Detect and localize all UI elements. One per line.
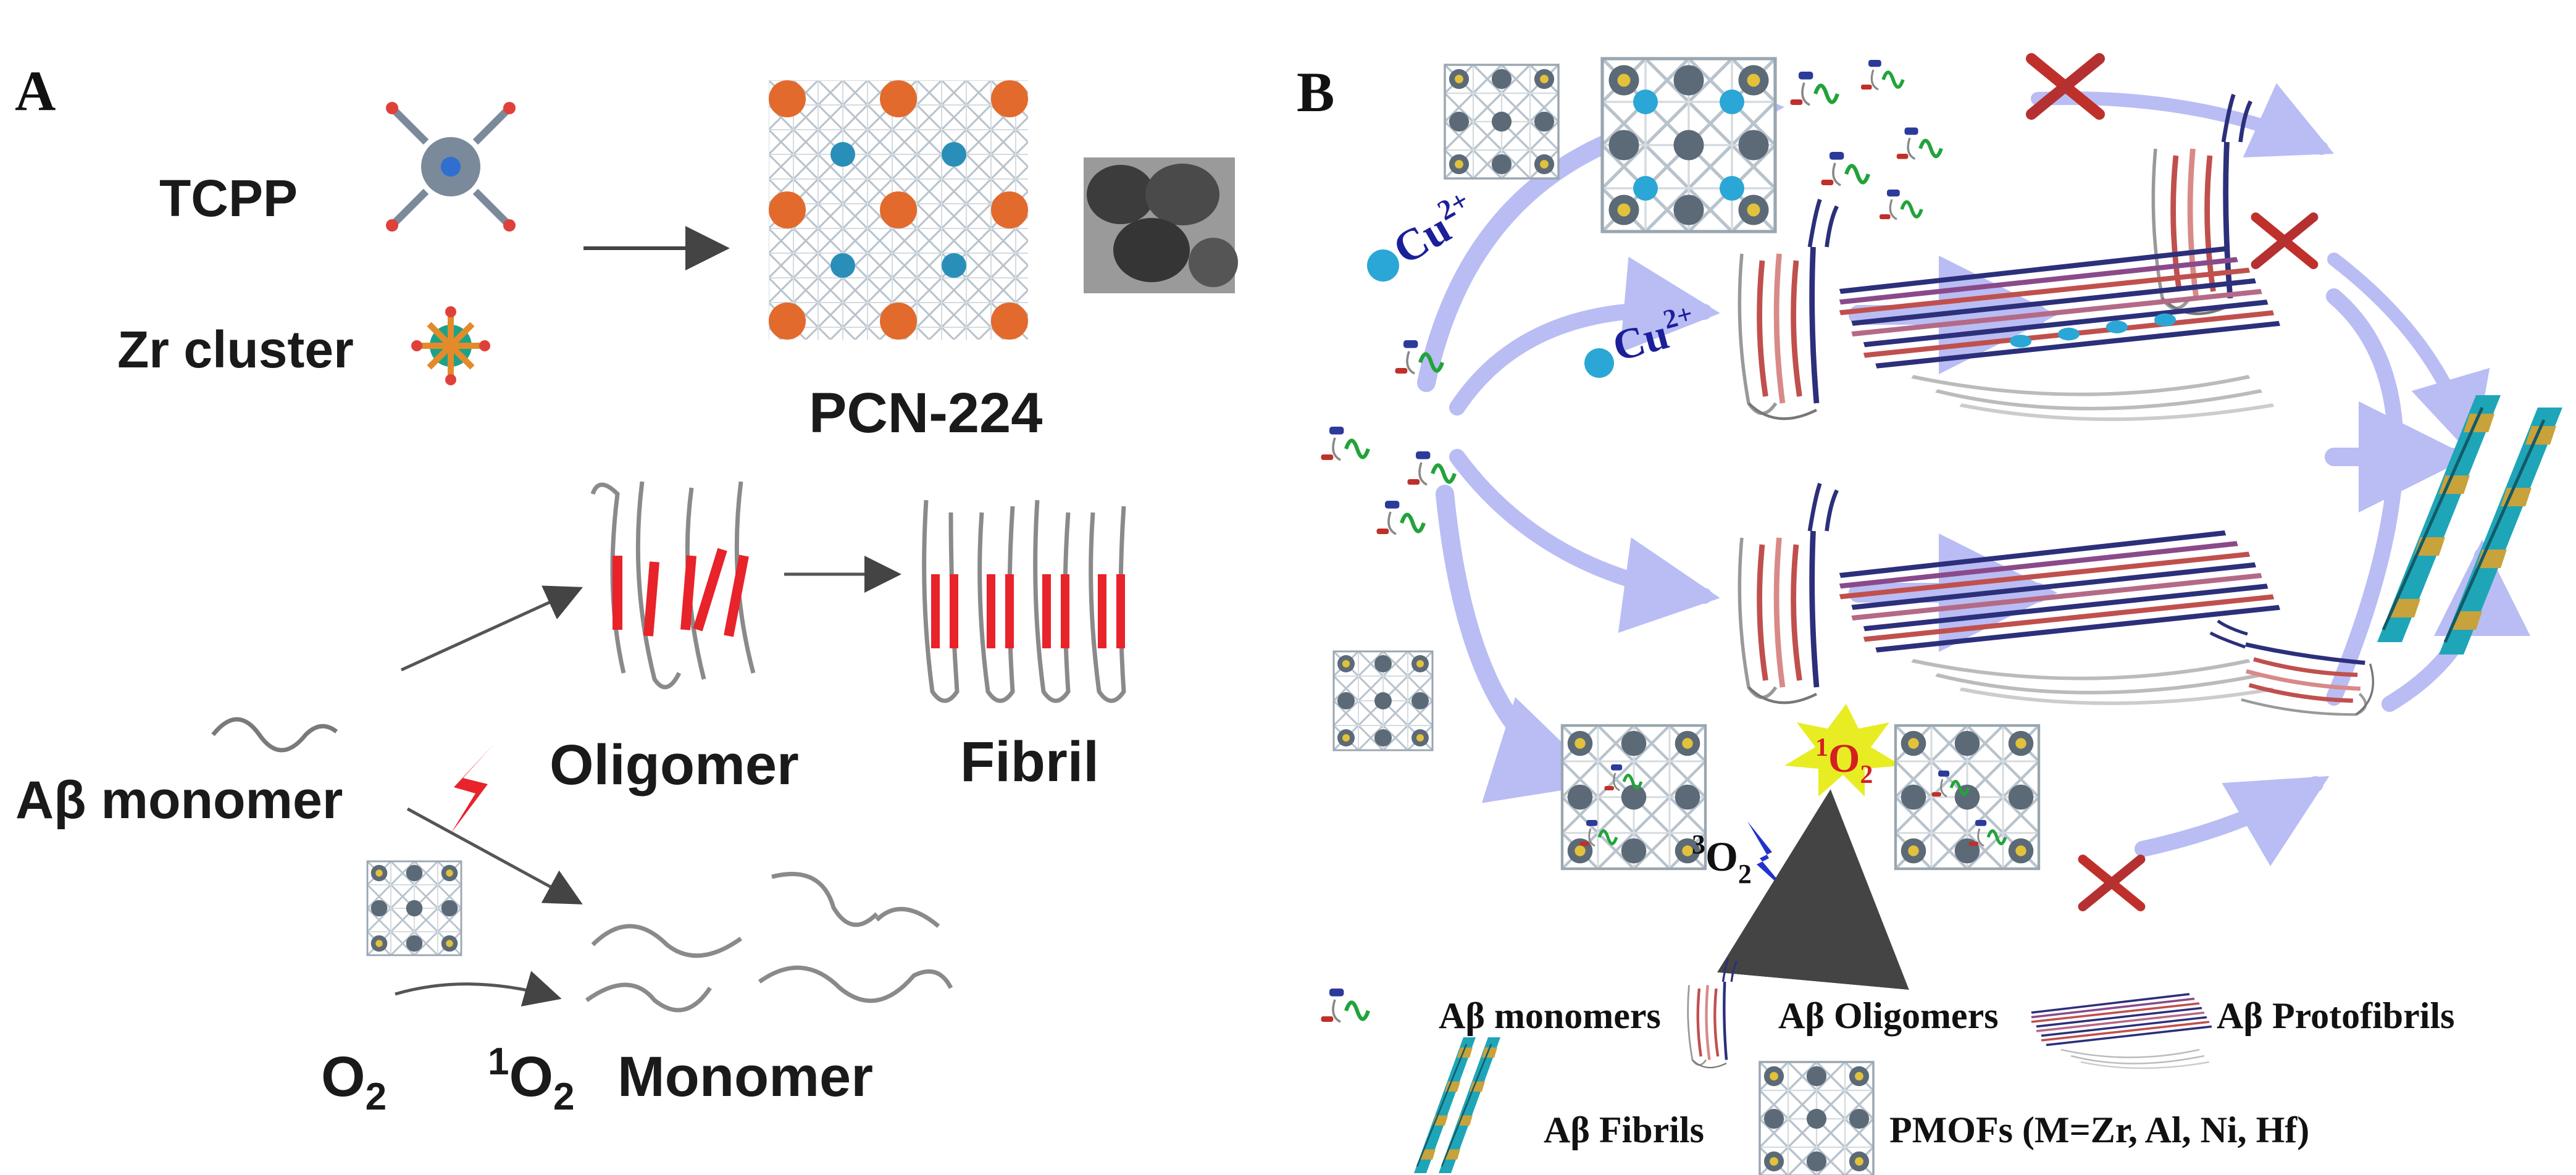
legend-protofibril-icon xyxy=(2031,994,2212,1068)
singlet-o2-b-label: 1O2 xyxy=(1815,734,1873,789)
oligomer-icon xyxy=(590,481,756,690)
legend-pmofs-label: PMOFs (M=Zr, Al, Ni, Hf) xyxy=(1889,1110,2309,1150)
pcn-224-small-icon xyxy=(366,860,462,956)
monomer-strands xyxy=(585,872,953,1013)
singlet-o2-label: 1O2 xyxy=(488,1040,575,1118)
inhibition-cross-icon xyxy=(2031,59,2099,114)
pmof-cu-icon xyxy=(1602,59,1775,232)
legend-pmof-icon xyxy=(1758,1061,1875,1175)
singlet-oxygen-burst-icon xyxy=(1784,704,1902,797)
panel-a-letter: A xyxy=(15,59,56,122)
monomer-cluster-top xyxy=(1791,60,1942,219)
legend-oligomers-label: Aβ Oligomers xyxy=(1778,995,1999,1036)
lightning-icon xyxy=(451,744,494,834)
legend-fibrils-label: Aβ Fibrils xyxy=(1544,1110,1704,1150)
legend-monomers-label: Aβ monomers xyxy=(1439,995,1661,1036)
legend: Aβ monomers Aβ Oligomers Aβ Protofibrils… xyxy=(1321,958,2454,1175)
pmof-monomer-icon xyxy=(1562,725,1705,869)
protofibril-cu-icon xyxy=(1840,249,2280,419)
cu-ion-icon xyxy=(1367,249,1399,282)
tcpp-label: TCPP xyxy=(159,169,298,227)
pcn-224-framework-icon xyxy=(769,80,1028,340)
tcpp-molecule-icon xyxy=(386,102,516,232)
panel-b-letter: B xyxy=(1297,61,1334,123)
zr-cluster-label: Zr cluster xyxy=(117,320,354,378)
light-icon xyxy=(1747,821,1791,895)
monomer-squiggle xyxy=(211,717,338,753)
pmof-icon-left xyxy=(1332,650,1434,751)
oligomer-label: Oligomer xyxy=(550,734,799,797)
pmof-icon-top xyxy=(1444,64,1560,180)
monomer-label: Monomer xyxy=(617,1045,873,1108)
oligomer-icon-lower xyxy=(1739,483,1837,703)
inhibition-cross-icon xyxy=(2083,859,2141,907)
protofibril-icon xyxy=(1840,533,2280,703)
o2-label: O2 xyxy=(321,1045,387,1118)
legend-oligomer-icon xyxy=(1688,958,1737,1068)
fibril-label: Fibril xyxy=(960,730,1099,793)
inhibition-cross-icon xyxy=(2256,217,2314,265)
pcn-224-tem-image xyxy=(1084,157,1238,293)
legend-monomer-icon xyxy=(1321,989,1369,1022)
fibril-icon xyxy=(922,500,1126,703)
monomer-cluster-left xyxy=(1321,340,1455,534)
ab-monomer-label: Aβ monomer xyxy=(15,771,343,830)
legend-protofibrils-label: Aβ Protofibrils xyxy=(2217,995,2454,1036)
cu-ion-icon xyxy=(1584,348,1614,378)
o2-conversion-arrow xyxy=(395,971,562,1007)
photodynamic-arrow xyxy=(406,807,583,905)
zr-cluster-icon xyxy=(411,306,490,385)
monomer-to-oligomer-arrow xyxy=(400,585,583,672)
singlet-oxygen-arrow xyxy=(1717,789,1909,990)
pcn-224-label: PCN-224 xyxy=(809,382,1042,445)
triplet-o2-label: 3O2 xyxy=(1692,829,1752,889)
pmof-oxidized-icon xyxy=(1896,725,2039,869)
